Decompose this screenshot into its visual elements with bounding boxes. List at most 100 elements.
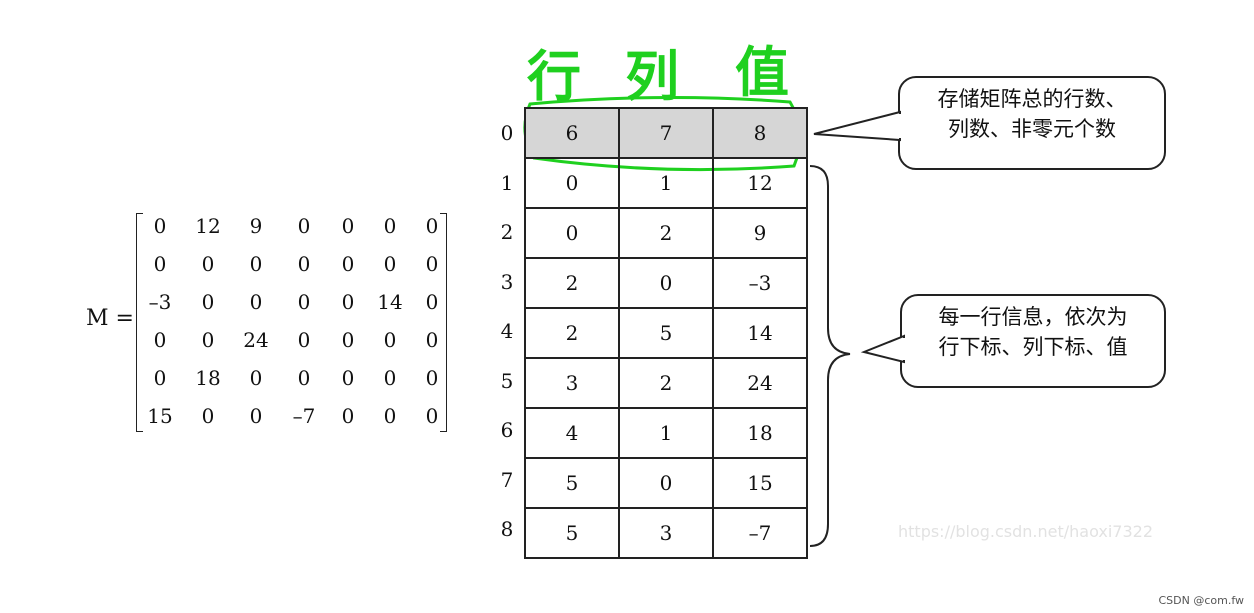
matrix-cell: 0: [297, 290, 311, 314]
value-cell: 8: [712, 107, 808, 159]
row-cell: 6: [524, 107, 620, 159]
matrix-cell: 0: [153, 252, 167, 276]
matrix-cell: 0: [341, 404, 355, 428]
matrix-cell: 0: [297, 214, 311, 238]
row-cell: 5: [524, 457, 620, 509]
col-cell: 5: [618, 307, 714, 359]
row-cell: 5: [524, 507, 620, 559]
value-cell: –3: [712, 257, 808, 309]
row-index: 2: [500, 220, 514, 244]
matrix-cell: 0: [201, 290, 215, 314]
matrix-cell: 15: [147, 404, 173, 428]
col-cell: 2: [618, 357, 714, 409]
handwritten-row-label: 行: [527, 45, 583, 108]
matrix-cell: 0: [383, 214, 397, 238]
row-index: 1: [500, 170, 514, 195]
matrix-cell: 0: [425, 328, 439, 352]
matrix-cell: 0: [341, 328, 355, 352]
matrix-cell: 0: [383, 404, 397, 428]
row-cell: 4: [524, 407, 620, 459]
matrix-cell: 0: [297, 366, 311, 390]
col-cell: 2: [618, 207, 714, 259]
matrix-cell: 12: [195, 214, 221, 238]
col-cell: 7: [618, 107, 714, 159]
row-index: 0: [500, 121, 514, 145]
matrix-right-bracket: [440, 213, 447, 432]
matrix-cell: 0: [383, 328, 397, 352]
matrix-cell: 9: [249, 214, 263, 238]
row-index: 7: [500, 467, 514, 492]
row-index: 5: [500, 368, 514, 393]
matrix-cell: –7: [292, 404, 316, 428]
matrix-cell: 18: [195, 366, 221, 390]
matrix-cell: 0: [341, 252, 355, 276]
matrix-cell: 0: [383, 366, 397, 390]
callout-header-info: 存储矩阵总的行数、 列数、非零元个数: [898, 76, 1166, 170]
matrix-cell: –3: [148, 290, 172, 314]
watermark: https://blog.csdn.net/haoxi7322: [898, 522, 1154, 541]
matrix-cell: 0: [153, 214, 167, 238]
matrix-cell: 0: [249, 252, 263, 276]
callout-row-line2: 行下标、列下标、值: [938, 335, 1128, 359]
matrix-cell: 0: [425, 252, 439, 276]
col-cell: 1: [618, 407, 714, 459]
callout-header-line1: 存储矩阵总的行数、: [937, 87, 1127, 111]
matrix-cell: 0: [249, 290, 263, 314]
callout-header-pointer: [813, 110, 902, 142]
matrix-cell: 0: [249, 366, 263, 390]
matrix-cell: 0: [201, 252, 215, 276]
col-cell: 0: [618, 257, 714, 309]
matrix-cell: 0: [383, 252, 397, 276]
value-cell: 9: [712, 207, 808, 259]
col-cell: 3: [618, 507, 714, 559]
row-cell: 0: [524, 157, 620, 209]
matrix-cell: 0: [425, 404, 439, 428]
matrix-cell: 0: [341, 366, 355, 390]
matrix-cell: 0: [425, 290, 439, 314]
row-cell: 0: [524, 207, 620, 259]
matrix-cell: 0: [425, 214, 439, 238]
value-cell: 15: [712, 457, 808, 509]
matrix-cell: 0: [341, 290, 355, 314]
matrix-cell: 0: [341, 214, 355, 238]
handwritten-value-label: 值: [735, 41, 791, 104]
matrix-cell: 0: [425, 366, 439, 390]
callout-header-line2: 列数、非零元个数: [948, 117, 1116, 141]
row-cell: 2: [524, 307, 620, 359]
callout-row-pointer: [860, 334, 906, 364]
matrix-cell: 0: [201, 328, 215, 352]
matrix-cell: 14: [377, 290, 403, 314]
matrix-cell: 0: [153, 328, 167, 352]
value-cell: 14: [712, 307, 808, 359]
col-cell: 1: [618, 157, 714, 209]
row-index: 8: [500, 517, 514, 541]
callout-row-info: 每一行信息，依次为 行下标、列下标、值: [900, 294, 1166, 388]
row-index: 3: [500, 269, 514, 294]
footer-credit: CSDN @com.fw: [1158, 594, 1244, 607]
matrix-cell: 0: [201, 404, 215, 428]
matrix-cell: 0: [297, 328, 311, 352]
row-index: 6: [500, 418, 514, 442]
matrix-label: M =: [86, 306, 134, 331]
row-index: 4: [500, 319, 514, 343]
value-cell: 12: [712, 157, 808, 209]
matrix-left-bracket: [136, 213, 143, 432]
row-cell: 2: [524, 257, 620, 309]
value-cell: –7: [712, 507, 808, 559]
matrix-cell: 0: [153, 366, 167, 390]
rows-brace: [809, 165, 851, 547]
matrix-cell: 0: [297, 252, 311, 276]
col-cell: 0: [618, 457, 714, 509]
value-cell: 18: [712, 407, 808, 459]
matrix-cell: 24: [243, 328, 269, 352]
